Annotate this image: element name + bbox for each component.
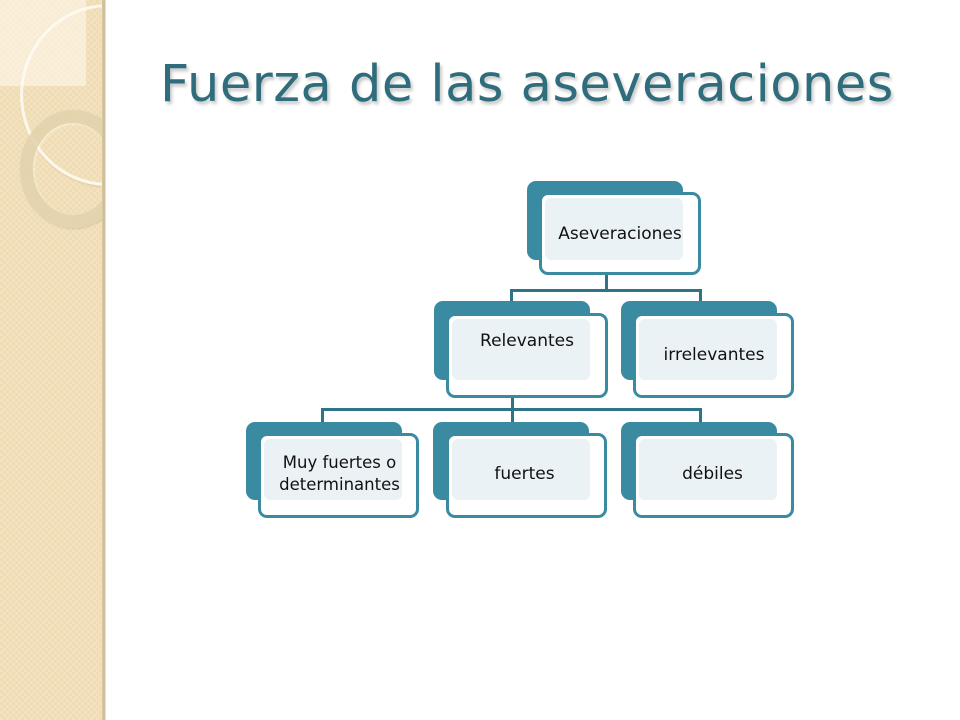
node-fill <box>545 198 683 260</box>
connector-to-irrelevantes <box>699 289 702 302</box>
node-fill <box>639 439 777 500</box>
connector-to-debiles <box>699 408 702 423</box>
slide-title: Fuerza de las aseveraciones <box>160 55 894 114</box>
node-fill <box>452 439 590 500</box>
connector-relevantes-stem <box>511 397 514 410</box>
sidebar-edge <box>102 0 106 720</box>
decorative-sidebar <box>0 0 104 720</box>
node-fill <box>452 319 590 380</box>
connector-to-fuertes <box>511 408 514 423</box>
connector-root-bar <box>510 289 702 292</box>
node-label: débiles <box>682 464 743 484</box>
connector-root-stem <box>605 274 608 291</box>
node-label: Muy fuertes o determinantes <box>279 453 400 494</box>
node-label: irrelevantes <box>663 345 765 365</box>
node-fill <box>639 319 777 380</box>
node-fill <box>264 439 402 500</box>
node-label: fuertes <box>494 464 555 484</box>
node-label: Relevantes <box>480 331 574 351</box>
node-label: Aseveraciones <box>558 224 682 244</box>
connector-to-muy-fuertes <box>321 408 324 423</box>
connector-to-relevantes <box>510 289 513 302</box>
